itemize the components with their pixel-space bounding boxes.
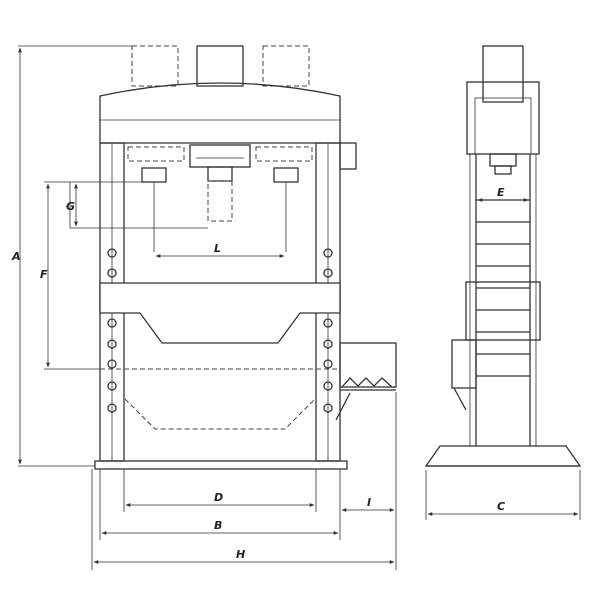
dimension-labels: A F G L D B I H E C: [11, 186, 505, 561]
right-piston: [273, 167, 299, 183]
ram-head: [189, 144, 251, 168]
pump-box: [339, 342, 397, 388]
label-l: L: [214, 242, 221, 255]
side-table: [465, 281, 541, 341]
base-plate: [94, 460, 348, 470]
label-d: D: [214, 491, 223, 504]
table-lower-position: [124, 398, 316, 430]
center-piston-stroke: [207, 180, 233, 222]
side-view: [424, 45, 582, 467]
side-pump: [451, 339, 477, 389]
label-f: F: [40, 268, 48, 281]
label-g: G: [66, 200, 75, 213]
left-cylinder-dashed: [131, 45, 179, 87]
side-top-block: [466, 81, 540, 155]
right-cylinder-dashed: [262, 45, 310, 87]
label-a: A: [11, 250, 21, 263]
top-cap: [99, 82, 341, 144]
center-cylinder: [196, 45, 244, 87]
side-cylinder: [482, 45, 524, 103]
press-table: [99, 282, 341, 344]
center-piston: [207, 166, 233, 182]
front-view: [94, 45, 397, 470]
side-rungs: [476, 199, 530, 377]
label-h: H: [236, 548, 245, 561]
label-b: B: [214, 519, 222, 532]
label-c: C: [497, 500, 505, 513]
column-holes: [107, 248, 333, 413]
left-piston: [141, 167, 167, 183]
dimension-lines: [18, 45, 581, 570]
side-base: [424, 445, 582, 467]
label-i: I: [367, 496, 371, 509]
side-valve: [339, 142, 357, 170]
label-e: E: [497, 186, 505, 199]
